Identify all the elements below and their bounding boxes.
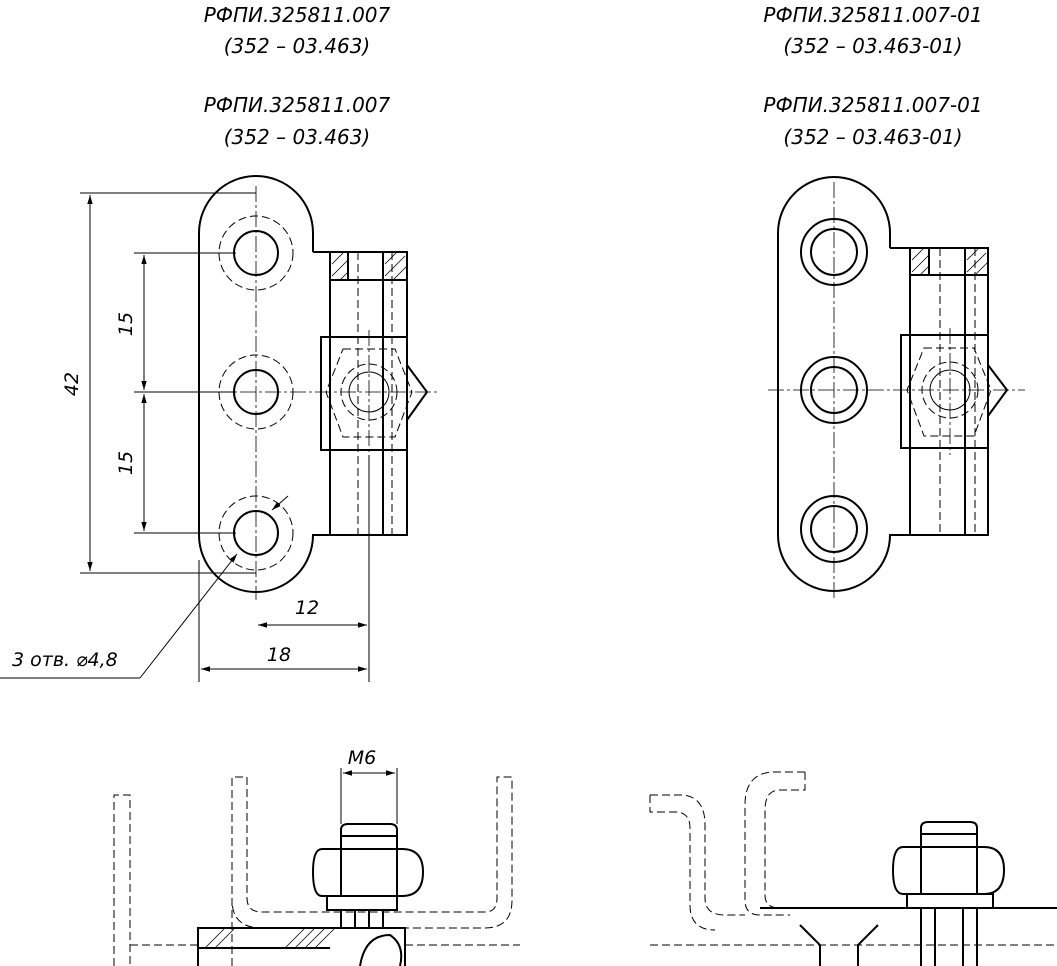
- right-block-outline: [890, 247, 989, 536]
- left-hatch: [331, 251, 408, 281]
- left-hex-nut: [311, 848, 425, 897]
- left-code-1: (352 – 03.463): [224, 34, 370, 58]
- dim-offset-12: 12: [295, 597, 319, 619]
- left-dimensions: [0, 192, 370, 682]
- left-nut-point: [406, 364, 429, 421]
- dim-pitch-upper: 15: [115, 312, 137, 336]
- left-block-outline: [313, 251, 408, 536]
- right-hatch: [911, 247, 989, 276]
- dim-offset-18: 18: [267, 644, 291, 666]
- right-code-2: (352 – 03.463-01): [783, 125, 962, 149]
- right-plate-outline: [777, 176, 910, 592]
- right-section-view: [649, 771, 1057, 966]
- left-plate-outline: [198, 175, 330, 593]
- left-code-2: (352 – 03.463): [224, 125, 370, 149]
- left-nut-box: [320, 336, 408, 451]
- left-section-view: M6: [113, 747, 520, 966]
- right-washer: [906, 893, 994, 909]
- right-code-1: (352 – 03.463-01): [783, 34, 962, 58]
- left-designation-2: РФПИ.325811.007: [204, 93, 391, 117]
- dim-pitch-lower: 15: [115, 451, 137, 475]
- right-designation-2: РФПИ.325811.007-01: [763, 93, 982, 117]
- right-plan-view: [768, 176, 1025, 600]
- dim-overall-height: 42: [61, 372, 83, 396]
- right-designation-1: РФПИ.325811.007-01: [763, 3, 982, 27]
- right-bolt-head: [920, 821, 978, 847]
- titles: РФПИ.325811.007 (352 – 03.463) РФПИ.3258…: [204, 3, 983, 149]
- left-bolt-head: [340, 823, 398, 849]
- dim-holes-note: 3 отв. ⌀4,8: [12, 649, 118, 671]
- dim-thread: M6: [348, 747, 376, 769]
- left-plan-view: 42 15 15 12 18 3 отв. ⌀4,8: [0, 175, 440, 682]
- right-hex-nut: [891, 846, 1006, 895]
- right-nut-box: [900, 334, 989, 449]
- left-designation-1: РФПИ.325811.007: [204, 3, 391, 27]
- left-washer: [326, 895, 398, 911]
